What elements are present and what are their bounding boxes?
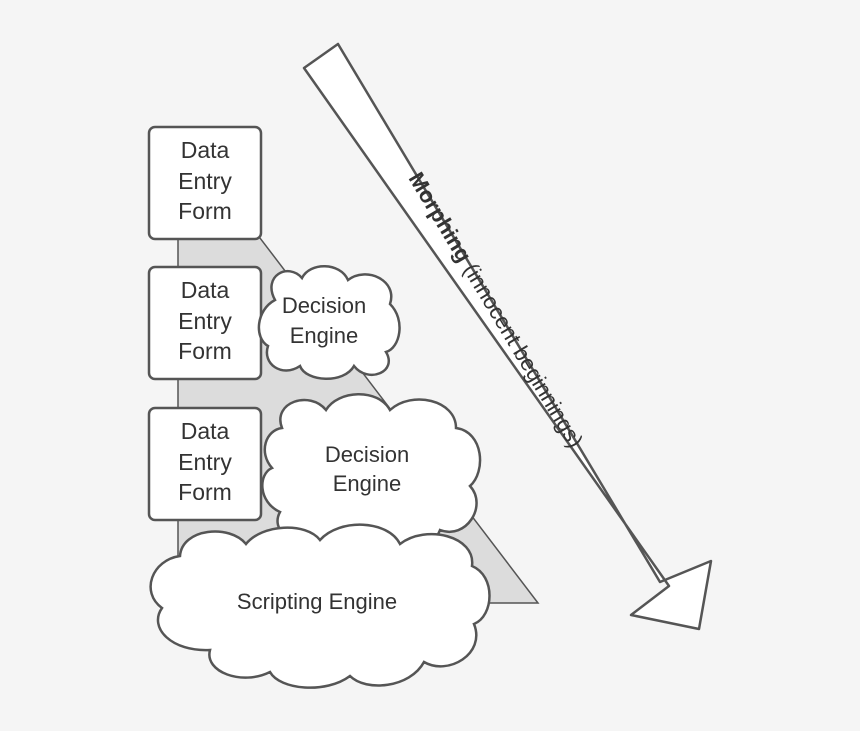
data-entry-form-2: Data Entry Form xyxy=(147,265,263,381)
arrow-shape xyxy=(302,42,713,631)
cloud-label-line-1: Decision xyxy=(282,293,366,318)
form-label-line-3: Form xyxy=(178,198,232,224)
data-entry-form-1: Data Entry Form xyxy=(147,125,263,241)
cloud-shape xyxy=(261,393,482,553)
cloud-label: Scripting Engine xyxy=(237,589,397,614)
cloud-label-line-2: Engine xyxy=(290,323,359,348)
form-label-line-1: Data xyxy=(181,277,230,303)
cloud-shape xyxy=(257,265,401,380)
form-label-line-2: Entry xyxy=(178,168,232,194)
decision-engine-large: Decision Engine xyxy=(261,393,482,553)
form-box xyxy=(147,125,263,241)
data-entry-form-3: Data Entry Form xyxy=(147,406,263,522)
cloud-label-line-2: Engine xyxy=(333,471,402,496)
cloud-label-line-1: Decision xyxy=(325,442,409,467)
decision-engine-small: Decision Engine xyxy=(257,265,401,380)
scripting-engine: Scripting Engine xyxy=(149,523,491,689)
form-label-line-1: Data xyxy=(181,137,230,163)
cloud-shape xyxy=(149,523,491,689)
form-box xyxy=(147,406,263,522)
form-label-line-2: Entry xyxy=(178,308,232,334)
form-label-line-2: Entry xyxy=(178,449,232,475)
form-label-line-3: Form xyxy=(178,338,232,364)
form-label-line-1: Data xyxy=(181,418,230,444)
form-label-line-3: Form xyxy=(178,479,232,505)
